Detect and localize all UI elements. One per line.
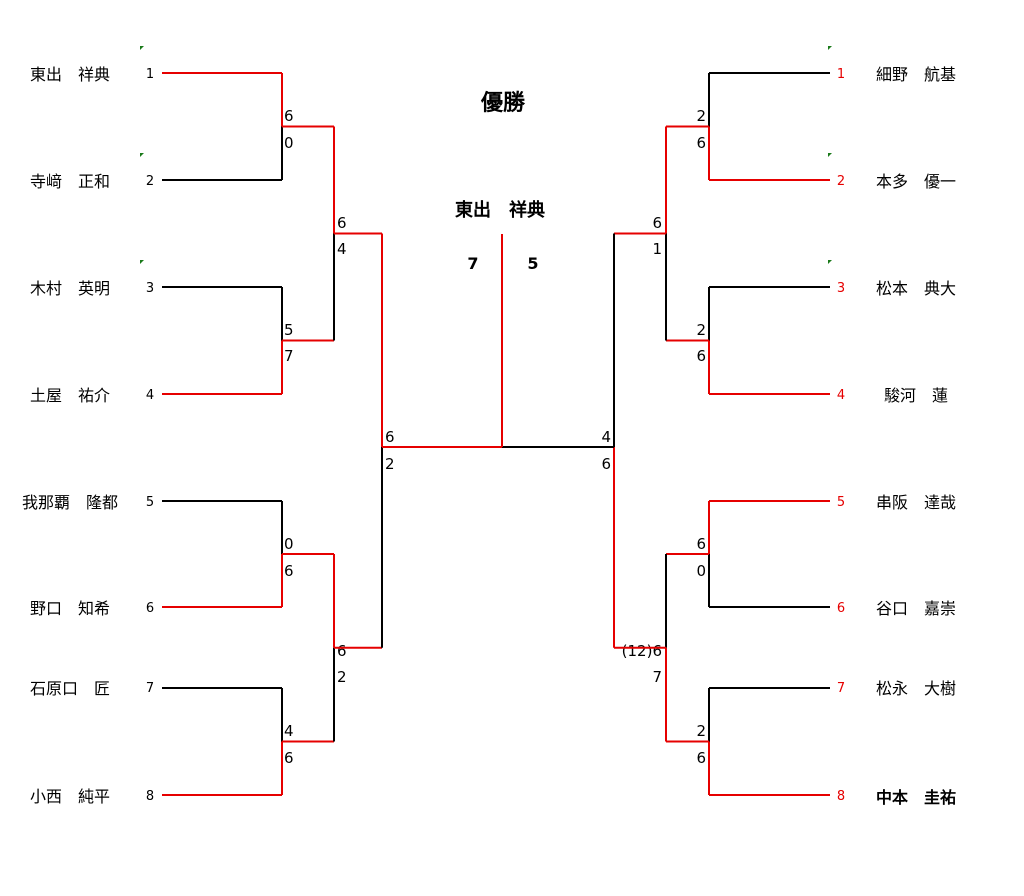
left-seed-number: 8 bbox=[146, 789, 154, 804]
left-seed-number: 6 bbox=[146, 601, 154, 616]
match-score: 6 bbox=[696, 535, 706, 553]
right-player-name: 本多 優一 bbox=[876, 172, 956, 191]
seed-markers bbox=[140, 46, 832, 264]
match-score: (12)6 bbox=[622, 642, 662, 660]
match-score: 5 bbox=[284, 321, 294, 339]
left-seed-number: 5 bbox=[146, 495, 154, 510]
match-score: 2 bbox=[385, 455, 395, 473]
right-player-name: 駿河 蓮 bbox=[884, 386, 948, 405]
left-player-name: 木村 英明 bbox=[30, 279, 110, 298]
match-score: 7 bbox=[284, 347, 294, 365]
left-player-name: 寺﨑 正和 bbox=[30, 172, 110, 191]
corner-marker-icon bbox=[828, 260, 832, 264]
right-player-name: 松永 大樹 bbox=[876, 679, 956, 698]
right-player-name: 細野 航基 bbox=[876, 65, 956, 84]
corner-marker-icon bbox=[140, 153, 144, 157]
match-score: 2 bbox=[696, 321, 706, 339]
champion-name: 東出 祥典 bbox=[455, 199, 545, 221]
match-score: 4 bbox=[337, 240, 347, 258]
right-seed-number: 8 bbox=[837, 789, 845, 804]
right-player-name: 谷口 嘉崇 bbox=[876, 599, 956, 618]
match-score: 0 bbox=[284, 134, 294, 152]
match-score: 6 bbox=[385, 428, 395, 446]
final-score-right: 5 bbox=[527, 254, 538, 273]
match-score: 4 bbox=[601, 428, 611, 446]
right-seed-number: 3 bbox=[837, 281, 845, 296]
match-score: 6 bbox=[696, 749, 706, 767]
right-seed-number: 4 bbox=[837, 388, 845, 403]
bracket-title: 優勝 bbox=[480, 91, 526, 116]
left-seed-number: 3 bbox=[146, 281, 154, 296]
right-seed-number: 1 bbox=[837, 67, 845, 82]
corner-marker-icon bbox=[828, 46, 832, 50]
left-player-name: 野口 知希 bbox=[30, 599, 110, 618]
match-score: 0 bbox=[284, 535, 294, 553]
corner-marker-icon bbox=[140, 46, 144, 50]
bracket-lines bbox=[162, 72, 830, 796]
match-score: 4 bbox=[284, 722, 294, 740]
match-score: 6 bbox=[284, 107, 294, 125]
match-score: 0 bbox=[696, 562, 706, 580]
match-score: 6 bbox=[601, 455, 611, 473]
right-player-name: 中本 圭祐 bbox=[876, 788, 956, 807]
left-seed-number: 1 bbox=[146, 67, 154, 82]
match-score: 6 bbox=[284, 749, 294, 767]
right-seed-number: 6 bbox=[837, 601, 845, 616]
match-score: 6 bbox=[652, 214, 662, 232]
left-seed-number: 2 bbox=[146, 174, 154, 189]
left-player-name: 我那覇 隆都 bbox=[22, 493, 118, 512]
match-score: 1 bbox=[652, 240, 662, 258]
left-player-name: 東出 祥典 bbox=[30, 65, 110, 84]
left-seed-number: 4 bbox=[146, 388, 154, 403]
left-player-name: 石原口 匠 bbox=[30, 679, 110, 698]
final-score-left: 7 bbox=[467, 254, 478, 273]
left-seed-number: 7 bbox=[146, 681, 154, 696]
left-player-name: 土屋 祐介 bbox=[30, 386, 110, 405]
corner-marker-icon bbox=[828, 153, 832, 157]
right-seed-number: 2 bbox=[837, 174, 845, 189]
match-score: 6 bbox=[284, 562, 294, 580]
match-score: 2 bbox=[696, 107, 706, 125]
match-score: 2 bbox=[696, 722, 706, 740]
match-score: 6 bbox=[696, 347, 706, 365]
corner-marker-icon bbox=[140, 260, 144, 264]
match-score: 7 bbox=[652, 668, 662, 686]
match-score: 6 bbox=[337, 214, 347, 232]
match-score: 6 bbox=[337, 642, 347, 660]
left-player-name: 小西 純平 bbox=[30, 787, 110, 806]
right-player-name: 串阪 達哉 bbox=[876, 493, 956, 512]
right-player-name: 松本 典大 bbox=[876, 279, 956, 298]
match-score: 6 bbox=[696, 134, 706, 152]
match-score: 2 bbox=[337, 668, 347, 686]
right-seed-number: 5 bbox=[837, 495, 845, 510]
right-seed-number: 7 bbox=[837, 681, 845, 696]
